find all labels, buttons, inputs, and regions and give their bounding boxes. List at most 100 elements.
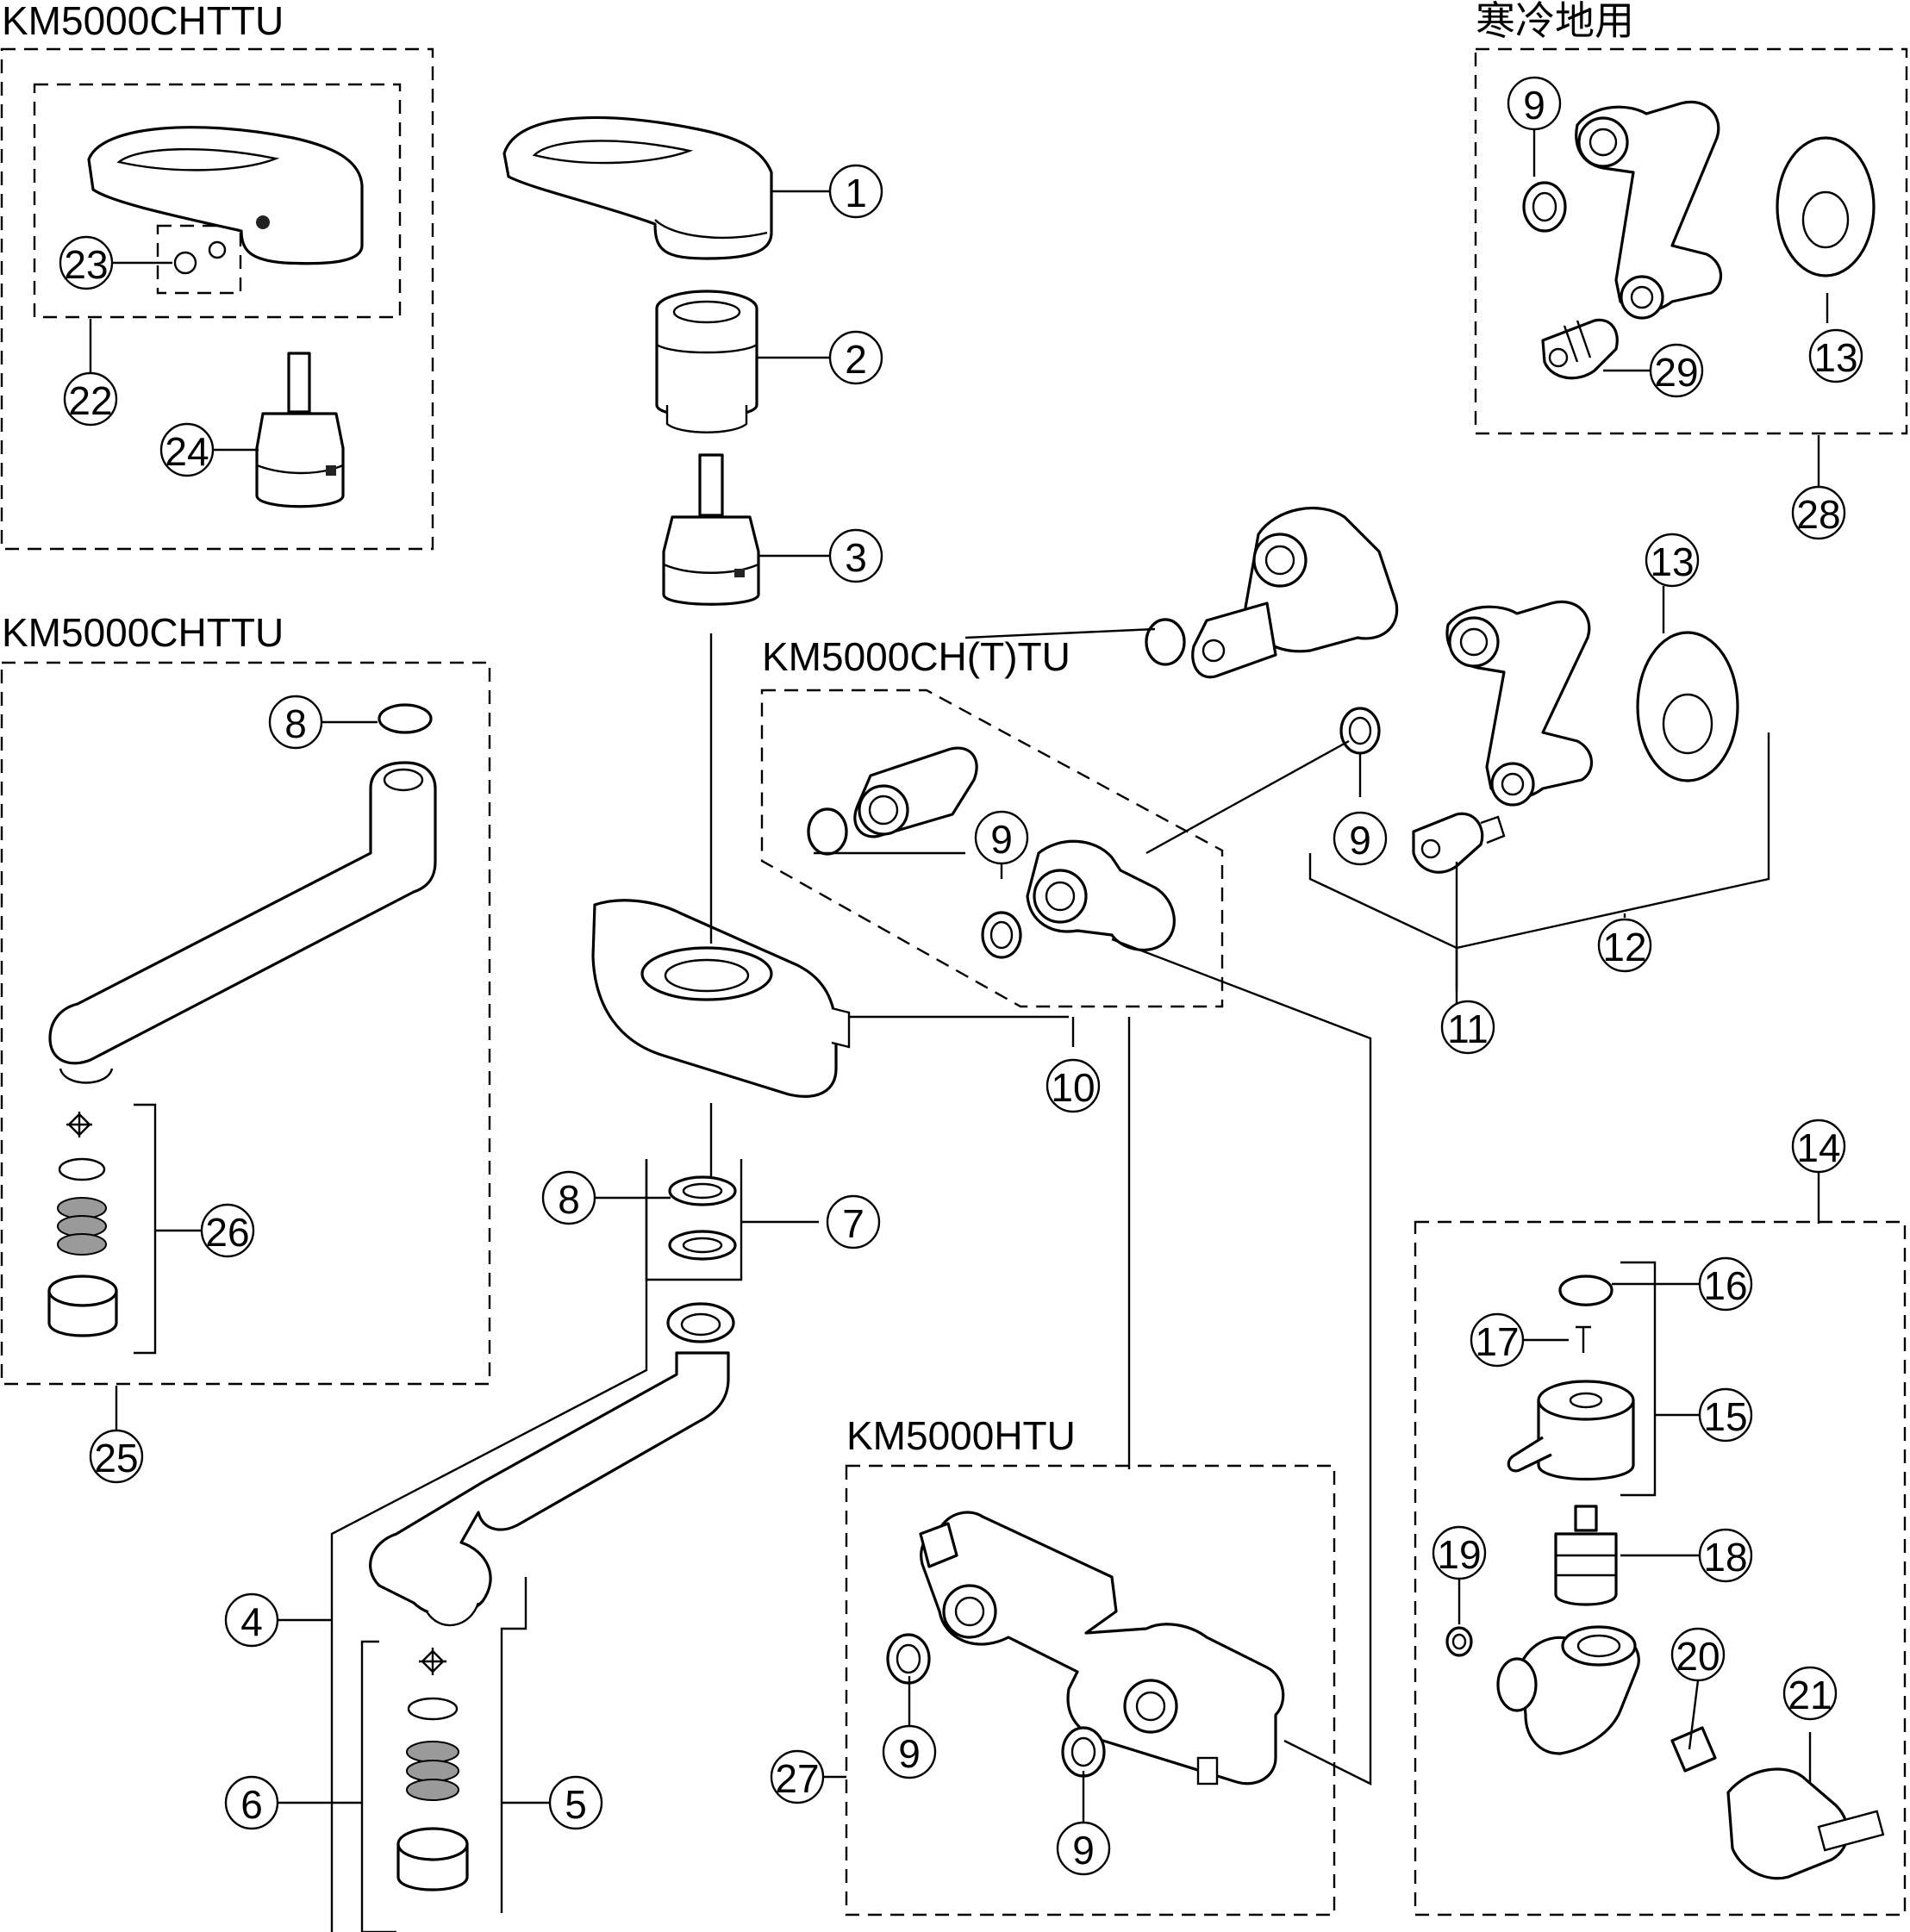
box-part-14 <box>1414 1220 1907 1916</box>
svg-text:5: 5 <box>565 1782 587 1827</box>
svg-text:21: 21 <box>1788 1673 1832 1717</box>
aerator-set-part-26 <box>47 1112 118 1337</box>
callout-9-elbow: 9 <box>1333 811 1388 866</box>
svg-text:7: 7 <box>842 1201 864 1246</box>
svg-text:13: 13 <box>1650 539 1694 584</box>
cartridge-part <box>662 453 760 606</box>
svg-text:9: 9 <box>1349 818 1371 863</box>
box-km5000htu <box>845 1464 1336 1916</box>
callout-25: 25 <box>89 1429 144 1484</box>
callout-21: 21 <box>1782 1666 1838 1721</box>
callout-11: 11 <box>1440 1000 1495 1055</box>
callout-6: 6 <box>224 1775 279 1830</box>
box-km5000chttu-top <box>0 47 434 551</box>
callout-9-htu-left: 9 <box>882 1724 937 1779</box>
o-ring-set-part <box>668 1175 737 1261</box>
svg-text:25: 25 <box>94 1436 138 1480</box>
aerator-set-part-5 <box>396 1648 469 1891</box>
title-km5000htu: KM5000HTU <box>846 1413 1076 1458</box>
callout-9-tee: 9 <box>974 810 1029 865</box>
svg-text:15: 15 <box>1703 1394 1747 1439</box>
callout-9-htu-right: 9 <box>1056 1821 1111 1876</box>
svg-text:9: 9 <box>1072 1828 1095 1873</box>
drain-plug-part-29 <box>1541 318 1619 380</box>
group-boxes <box>0 47 1908 1916</box>
svg-text:17: 17 <box>1475 1319 1519 1364</box>
alt-lever-handle-part <box>87 126 364 265</box>
callout-16: 16 <box>1698 1256 1753 1312</box>
title-cold-region: 寒冷地用 <box>1476 0 1634 43</box>
stop-valve-part-14 <box>1445 1274 1885 1880</box>
svg-text:24: 24 <box>165 429 209 474</box>
callout-8-spout: 8 <box>268 695 323 750</box>
svg-text:28: 28 <box>1796 492 1840 537</box>
callout-20: 20 <box>1670 1627 1726 1682</box>
svg-text:9: 9 <box>990 817 1013 862</box>
check-valve-part-11 <box>1412 812 1506 874</box>
svg-text:18: 18 <box>1703 1535 1747 1580</box>
svg-text:12: 12 <box>1602 925 1646 969</box>
group-titles: KM5000CHTTU KM5000CHTTU KM5000CH(T)TU KM… <box>2 0 1634 1458</box>
svg-text:3: 3 <box>845 535 867 580</box>
short-spout-part <box>369 1302 735 1627</box>
tee-fitting-part <box>981 839 1176 959</box>
callout-17: 17 <box>1470 1312 1525 1368</box>
callout-14: 14 <box>1791 1119 1846 1174</box>
svg-text:1: 1 <box>845 171 867 215</box>
callout-9-cold: 9 <box>1507 76 1562 131</box>
title-km5000chttu-mid: KM5000CHTTU <box>2 610 284 655</box>
callout-27: 27 <box>770 1749 825 1804</box>
cold-region-elbow-part <box>1522 100 1876 320</box>
wall-elbow-part-12 <box>1339 600 1739 807</box>
callout-19: 19 <box>1432 1525 1487 1580</box>
svg-text:29: 29 <box>1654 350 1698 395</box>
parts <box>47 100 1885 1891</box>
box-km5000ch-t-tu <box>760 689 1224 1008</box>
callout-18: 18 <box>1698 1528 1753 1583</box>
svg-text:16: 16 <box>1703 1263 1747 1308</box>
long-spout-part <box>48 703 437 1084</box>
callout-7: 7 <box>826 1194 881 1250</box>
callout-22: 22 <box>63 371 118 427</box>
callout-23: 23 <box>59 235 114 290</box>
svg-text:19: 19 <box>1437 1532 1481 1577</box>
svg-text:9: 9 <box>1523 83 1545 128</box>
svg-text:8: 8 <box>284 701 307 746</box>
callout-15: 15 <box>1698 1387 1753 1443</box>
screw-set-part <box>173 240 227 275</box>
callouts: 1 2 3 4 5 6 7 8 8 9 9 9 9 9 10 11 12 13 … <box>59 76 1863 1876</box>
box-cold-region <box>1474 47 1908 435</box>
callout-13-cold: 13 <box>1808 328 1863 383</box>
callout-26: 26 <box>200 1203 255 1258</box>
svg-text:13: 13 <box>1813 335 1857 380</box>
svg-text:11: 11 <box>1447 1007 1489 1051</box>
callout-1: 1 <box>828 164 883 219</box>
faucet-body-part <box>591 899 851 1098</box>
callout-10: 10 <box>1046 1058 1101 1113</box>
svg-text:8: 8 <box>558 1177 580 1222</box>
title-km5000ch-t-tu: KM5000CH(T)TU <box>762 634 1070 679</box>
title-km5000chttu-top: KM5000CHTTU <box>2 0 284 43</box>
svg-text:14: 14 <box>1796 1125 1840 1170</box>
svg-text:10: 10 <box>1051 1065 1095 1110</box>
cap-nut-part <box>655 290 758 433</box>
box-lever-handle-set <box>33 83 402 319</box>
svg-text:20: 20 <box>1676 1634 1720 1679</box>
callout-3: 3 <box>828 528 883 583</box>
wall-union-part-upper <box>1145 507 1399 679</box>
callout-2: 2 <box>828 330 883 385</box>
box-screw-set <box>156 224 242 295</box>
svg-text:22: 22 <box>68 378 112 423</box>
lever-handle-part <box>502 115 773 260</box>
callout-12: 12 <box>1597 918 1652 973</box>
callout-4: 4 <box>224 1592 279 1648</box>
svg-text:26: 26 <box>205 1210 249 1255</box>
svg-text:6: 6 <box>240 1782 263 1827</box>
svg-text:2: 2 <box>845 337 867 382</box>
callout-24: 24 <box>159 422 215 477</box>
svg-text:23: 23 <box>64 242 108 287</box>
callout-13-main: 13 <box>1645 533 1700 588</box>
svg-text:27: 27 <box>775 1756 819 1801</box>
svg-text:4: 4 <box>240 1599 263 1644</box>
callout-28: 28 <box>1791 485 1846 540</box>
